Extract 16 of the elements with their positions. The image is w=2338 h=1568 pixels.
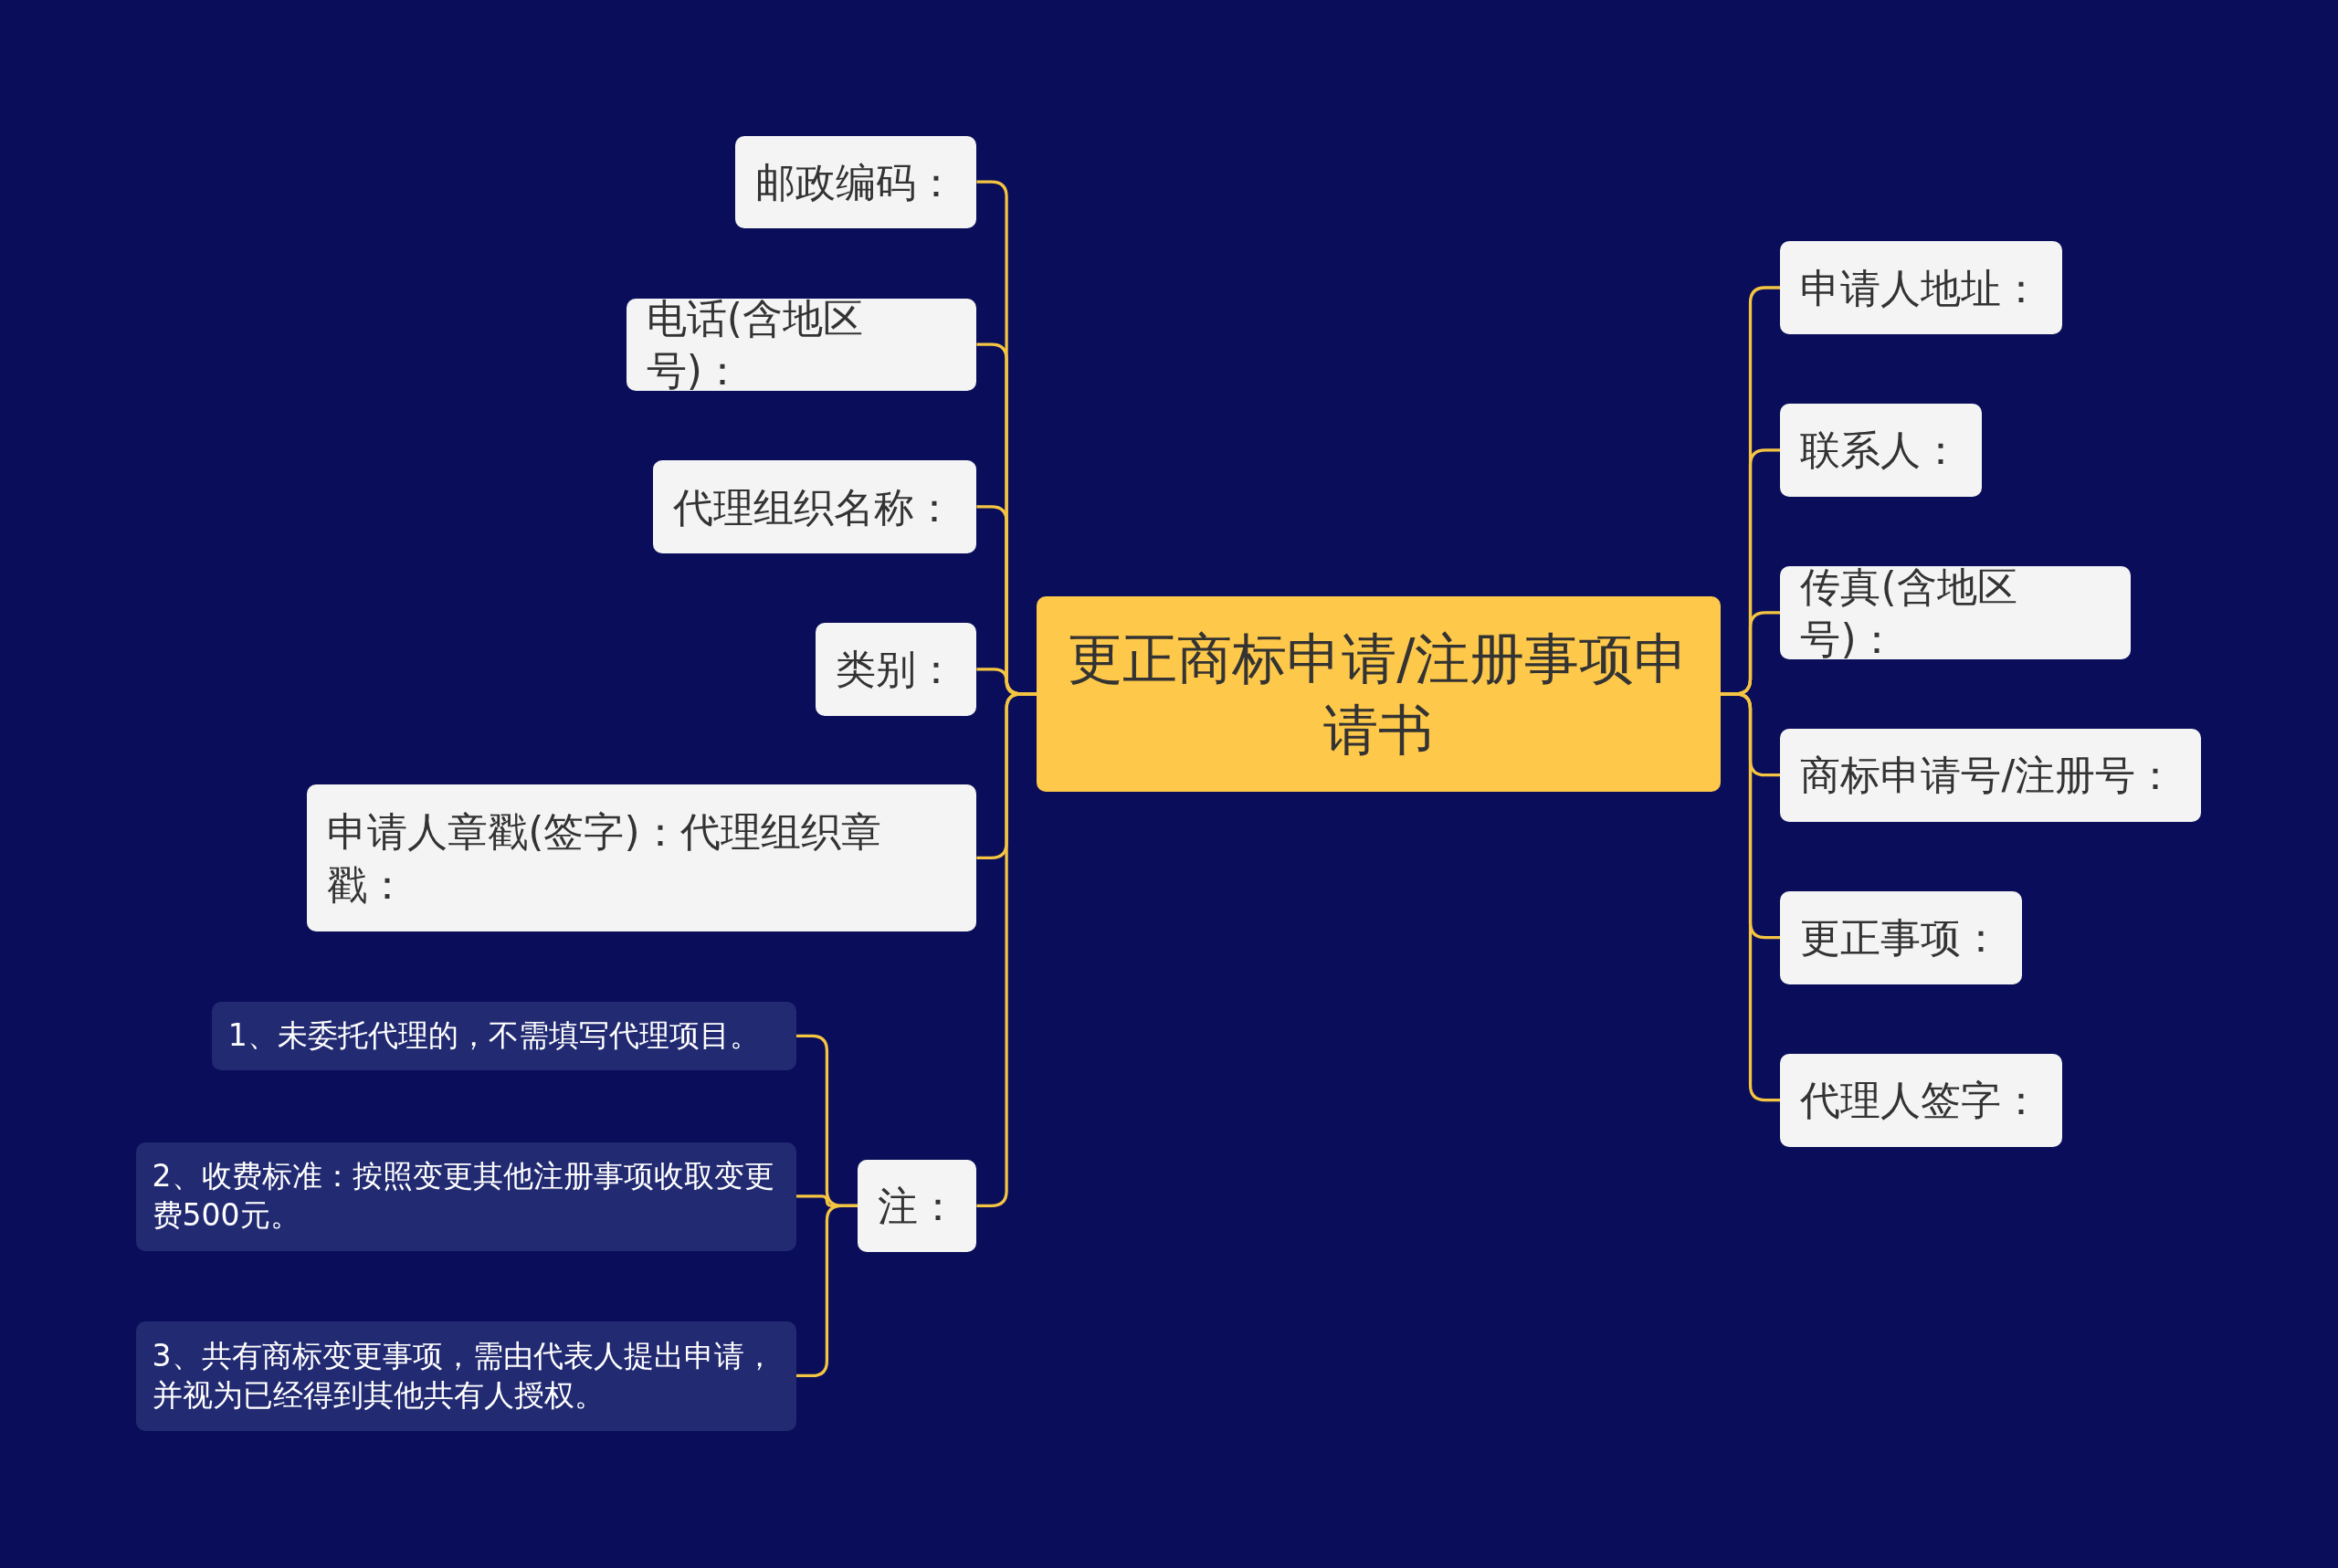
topic-box: 类别： bbox=[816, 623, 977, 716]
topic-box: 注： bbox=[857, 1160, 977, 1253]
topic-box: 商标申请号/注册号： bbox=[1780, 729, 2201, 822]
topic-box: 更正事项： bbox=[1780, 891, 2022, 984]
topic-box: 联系人： bbox=[1780, 404, 1982, 497]
note-box: 2、收费标准：按照变更其他注册事项收取变更费500元。 bbox=[135, 1142, 796, 1251]
note-box: 1、未委托代理的，不需填写代理项目。 bbox=[211, 1002, 796, 1071]
note-box: 3、共有商标变更事项，需由代表人提出申请，并视为已经得到其他共有人授权。 bbox=[135, 1321, 796, 1432]
topic-box: 传真(含地区号)： bbox=[1780, 566, 2132, 659]
topic-box: 邮政编码： bbox=[734, 135, 977, 228]
topic-box: 代理人签字： bbox=[1780, 1054, 2062, 1147]
topic-box: 申请人章戳(签字)：代理组织章戳： bbox=[307, 784, 977, 932]
central-topic-box: 更正商标申请/注册事项申请书 bbox=[1036, 596, 1722, 792]
topic-box: 电话(含地区号)： bbox=[626, 298, 977, 391]
topic-box: 代理组织名称： bbox=[653, 460, 977, 553]
topic-box: 申请人地址： bbox=[1780, 241, 2062, 334]
